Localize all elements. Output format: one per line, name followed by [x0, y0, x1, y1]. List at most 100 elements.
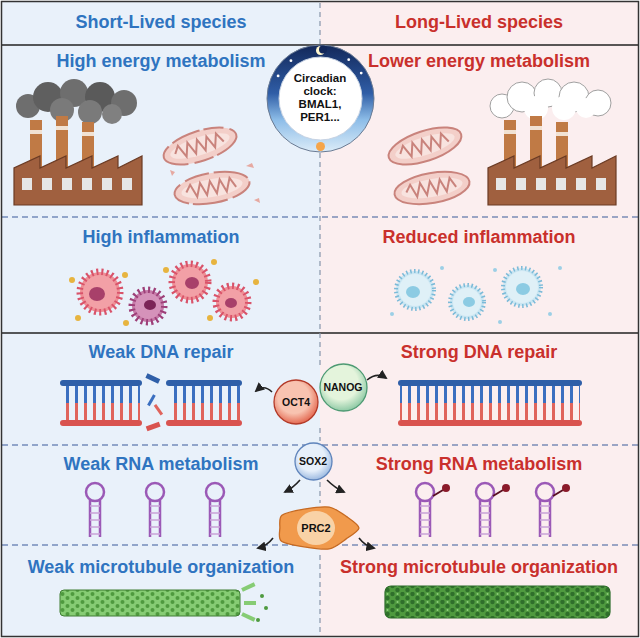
inflamed-cell — [216, 286, 248, 318]
modified-rna-hairpin — [553, 490, 563, 496]
cytokine-dot — [498, 320, 502, 324]
modified-rna-hairpin — [476, 483, 494, 501]
inflamed-cell — [135, 293, 161, 319]
cytokine-dot — [122, 272, 128, 278]
trait-cell: Weak DNA repair — [2, 333, 320, 445]
trait-cell: Strong DNA repair — [320, 333, 638, 445]
damaged-mitochondrion — [180, 174, 244, 202]
calm-cell — [503, 268, 541, 306]
factory — [504, 130, 516, 134]
frayed-microtubule — [244, 601, 256, 605]
factor-label: OCT4 — [282, 396, 310, 408]
inflamed-cell — [172, 264, 208, 300]
moon-symbol — [319, 45, 327, 53]
calm-cell — [399, 274, 431, 306]
cytokine-dot — [390, 266, 562, 324]
cytokine-dot — [390, 312, 394, 316]
cytokine-dot — [211, 259, 217, 265]
modified-rna-hairpin — [540, 500, 550, 537]
damaged-mitochondrion — [172, 167, 252, 210]
cytokine-dot — [75, 315, 81, 321]
rna-hairpin — [86, 483, 224, 537]
star-symbol — [359, 71, 362, 74]
modified-rna-hairpin — [536, 483, 554, 501]
inflamed-cell — [80, 264, 248, 322]
healthy-mitochondrion — [398, 132, 450, 160]
cytokine-dot — [253, 279, 259, 285]
broken-dna — [166, 420, 242, 426]
inflamed-cell — [225, 298, 237, 308]
trait-label: Lower energy metabolism — [368, 51, 590, 72]
regulation-arrow — [256, 388, 272, 392]
trait-label: High inflammation — [83, 227, 240, 248]
inflamed-cell — [80, 272, 120, 312]
healthy-mitochondrion — [384, 120, 472, 209]
inflamed-cell — [83, 275, 117, 309]
frayed-microtubule — [260, 594, 264, 598]
factory — [596, 178, 606, 190]
prc2-complex: PRC2 — [271, 504, 361, 552]
healthy-mitochondrion — [392, 167, 472, 210]
factor-label: SOX2 — [299, 455, 327, 467]
cytokine-dot — [69, 277, 75, 283]
trait-cell: Lower energy metabolism — [320, 45, 638, 217]
trait-cell: High inflammation — [2, 217, 320, 333]
factory — [488, 116, 616, 205]
modified-rna-hairpin — [536, 483, 570, 537]
factory — [556, 132, 568, 136]
factory — [82, 132, 94, 136]
modified-rna-hairpin — [420, 500, 430, 537]
factory — [576, 178, 586, 190]
damaged-mitochondrion — [172, 167, 252, 210]
trait-label: Strong microtubule organization — [340, 557, 618, 578]
modified-rna-hairpin — [480, 500, 490, 537]
trait-cell: High energy metabolism — [2, 45, 320, 217]
factory — [488, 156, 616, 205]
calm-cell — [396, 271, 434, 309]
protein-shape — [274, 380, 318, 424]
calm-cell — [453, 288, 481, 316]
broken-dna — [60, 380, 142, 386]
modified-rna-hairpin — [502, 484, 510, 492]
healthy-mitochondrion — [384, 120, 466, 172]
damaged-mitochondrion — [168, 128, 233, 164]
damaged-mitochondrion — [246, 163, 254, 168]
regulation-arrow — [327, 480, 344, 492]
healthy-mitochondrion — [384, 120, 466, 172]
rna-hairpin — [86, 483, 104, 537]
frayed-microtubule — [256, 618, 260, 622]
inflamed-cell — [216, 286, 248, 318]
cytokine-dot — [558, 266, 562, 270]
cytokine-dot — [440, 266, 444, 270]
damaged-mitochondrion — [173, 132, 225, 160]
frayed-microtubule — [241, 582, 255, 592]
stable-microtubule — [385, 586, 610, 618]
broken-dna — [168, 386, 240, 420]
trait-cell: Strong RNA metabolism — [320, 445, 638, 545]
protein-shape — [295, 443, 332, 480]
factory — [14, 116, 142, 205]
regulation-arrow — [359, 538, 374, 548]
calm-cell — [516, 283, 530, 295]
intact-dna — [398, 420, 582, 426]
clock-label: Circadian clock: BMAL1, PER1... — [288, 72, 352, 124]
inflamed-cell — [80, 272, 120, 312]
cytokine-dot — [207, 315, 213, 321]
cytokine-dot — [69, 259, 259, 326]
intact-dna — [400, 386, 580, 420]
clean-cloud — [576, 98, 596, 118]
protein-shape — [320, 364, 367, 411]
healthy-mitochondrion — [405, 177, 456, 198]
rna-hairpin — [206, 483, 224, 537]
factory — [102, 178, 112, 190]
trait-label: Weak RNA metabolism — [63, 454, 258, 475]
calm-cell — [406, 286, 420, 298]
calm-cell — [450, 285, 484, 319]
broken-dna — [147, 394, 156, 406]
factory — [530, 126, 542, 130]
modified-rna-hairpin — [433, 490, 443, 496]
calm-cell — [503, 268, 541, 306]
